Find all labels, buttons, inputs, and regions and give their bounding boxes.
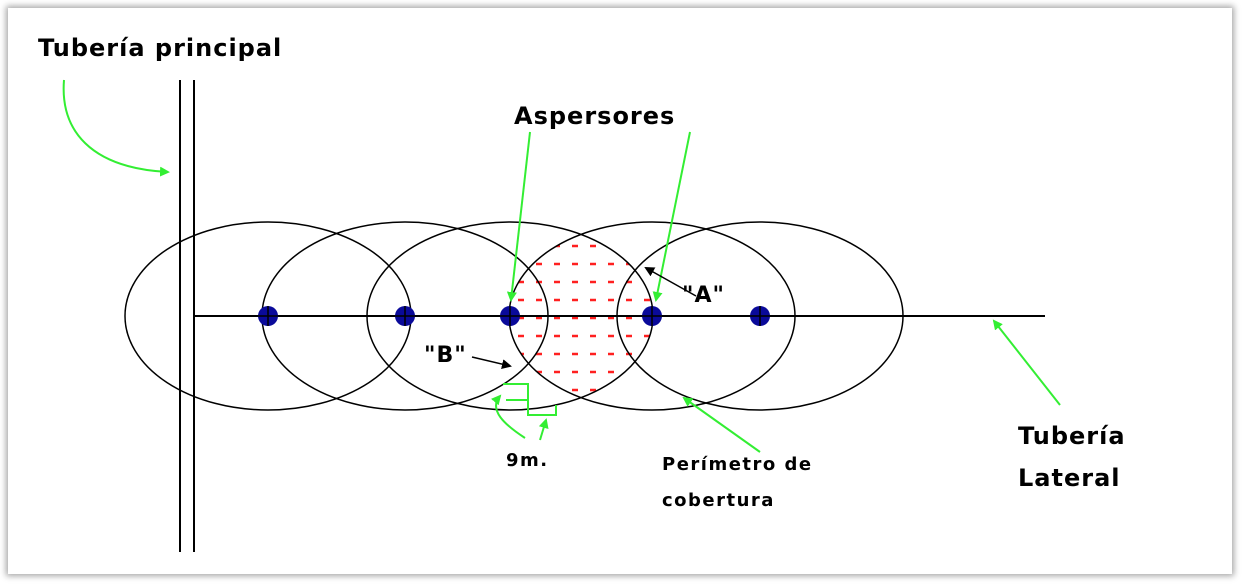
sprinklers bbox=[258, 306, 770, 326]
arrow-lateral bbox=[992, 319, 1061, 406]
label-spacing: 9m. bbox=[506, 450, 549, 471]
diagram-frame bbox=[8, 8, 1232, 574]
label-lateral-1: Tubería bbox=[1018, 422, 1126, 450]
arrow-coverage bbox=[682, 396, 761, 453]
label-lateral-2: Lateral bbox=[1018, 464, 1121, 492]
label-coverage-2: cobertura bbox=[662, 490, 775, 511]
sprinkler-3 bbox=[500, 306, 520, 326]
spacing-dimension bbox=[503, 383, 557, 416]
label-coverage-1: Perímetro de bbox=[662, 454, 813, 475]
sprinkler-2 bbox=[395, 306, 415, 326]
arrow-spacing-1 bbox=[491, 394, 526, 439]
main-pipe bbox=[179, 80, 195, 552]
pointer-arrows bbox=[62, 79, 1061, 453]
arrow-spacing-2 bbox=[538, 418, 549, 441]
label-point-a: "A" bbox=[682, 283, 725, 308]
arrow-sprinkler-right bbox=[652, 131, 691, 302]
sprinkler-1 bbox=[258, 306, 278, 326]
arrow-sprinkler-left bbox=[506, 131, 531, 302]
point-arrows bbox=[471, 267, 697, 370]
arrow-point-b bbox=[471, 356, 512, 370]
arrow-main-pipe bbox=[62, 79, 170, 177]
sprinkler-4 bbox=[642, 306, 662, 326]
sprinkler-5 bbox=[750, 306, 770, 326]
label-point-b: "B" bbox=[424, 343, 467, 368]
label-main-pipe: Tubería principal bbox=[38, 34, 282, 62]
label-sprinklers: Aspersores bbox=[514, 102, 675, 130]
arrow-point-a bbox=[644, 267, 697, 297]
